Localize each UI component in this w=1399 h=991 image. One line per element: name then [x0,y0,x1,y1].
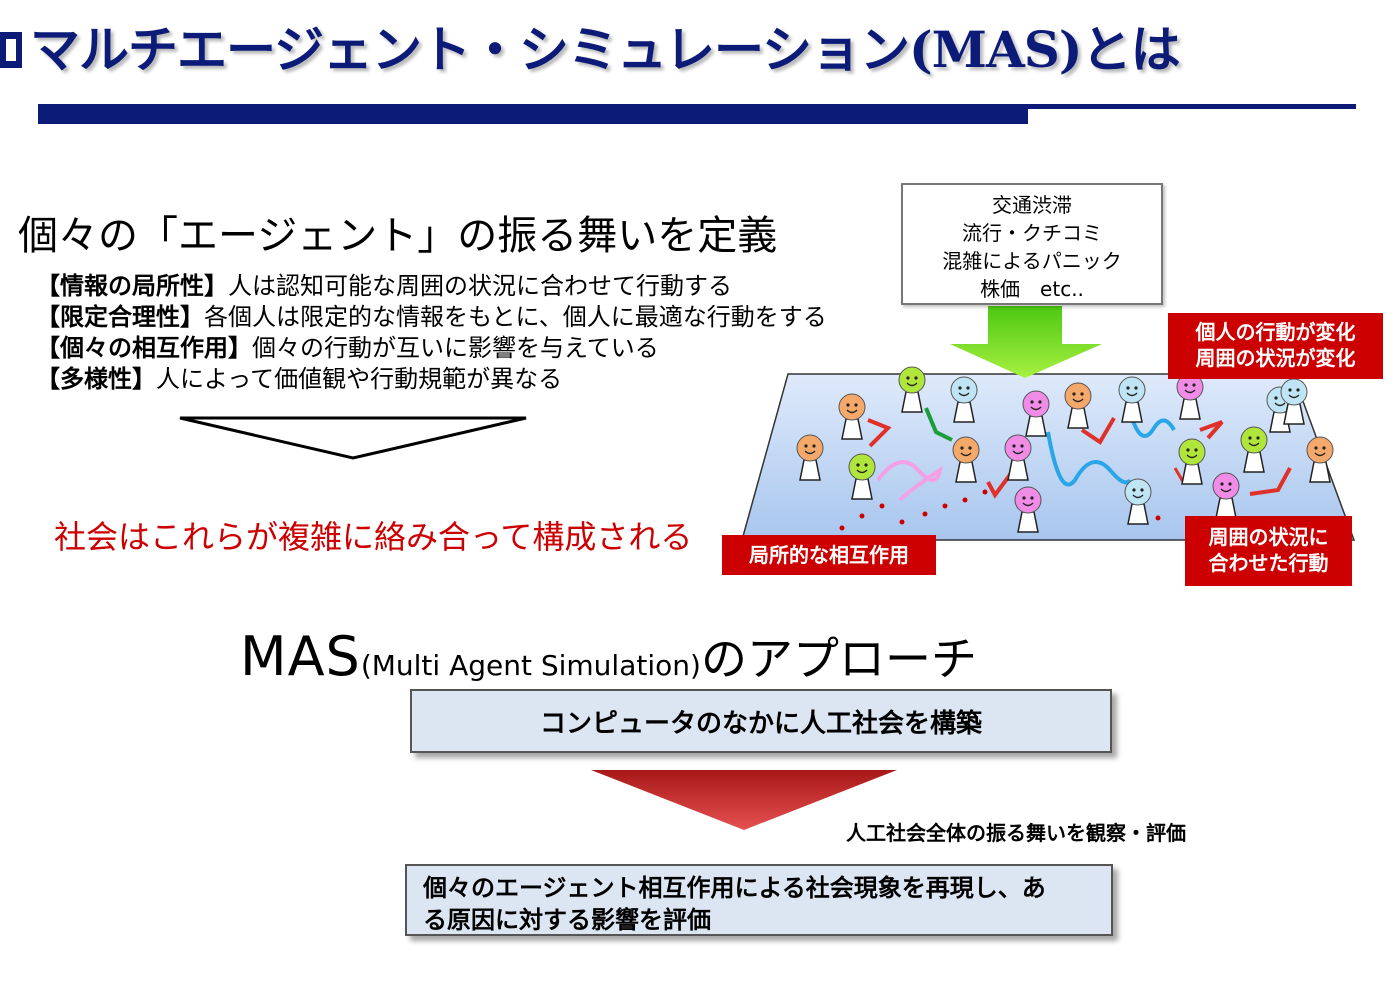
result-line: 個々のエージェント相互作用による社会現象を再現し、あ [423,874,1046,902]
interaction-path [1199,420,1224,440]
phenomena-box: 交通渋滞 流行・クチコミ 混雑によるパニック 株価 etc.. [901,183,1163,305]
title-rule [38,104,1028,124]
agent-icon [898,366,926,413]
point-diversity: 【多様性】人によって価値観や行動規範が異なる [36,363,562,395]
point-text: 人によって価値観や行動規範が異なる [156,365,563,393]
agent-icon [1212,472,1240,519]
result-box: 個々のエージェント相互作用による社会現象を再現し、あ る原因に対する影響を評価 [405,864,1113,936]
build-society-box: コンピュータのなかに人工社会を構築 [410,689,1112,753]
title-bullet-icon [0,32,22,68]
agent-icon [1014,486,1042,533]
phenomenon-item: 株価 etc.. [980,277,1084,301]
green-down-arrow-icon [950,306,1102,378]
interaction-path [1130,417,1176,438]
point-label: 【多様性】 [36,365,156,393]
result-line: る原因に対する影響を評価 [423,906,711,934]
interaction-path [1046,431,1132,487]
section-heading: 個々の「エージェント」の振る舞いを定義 [18,213,778,259]
down-arrow-outline-icon [179,416,527,460]
point-bounded-rationality: 【限定合理性】各個人は限定的な情報をもとに、個人に最適な行動をする [36,301,827,333]
page-title: マルチエージェント・シミュレーション(MAS)とは [30,20,1181,79]
agent-icon [1004,434,1032,481]
interaction-path [876,460,943,502]
society-diagram [741,306,1356,541]
phenomenon-item: 流行・クチコミ [962,221,1102,245]
agent-icon [1178,438,1206,485]
agent-icon [952,436,980,483]
agent-icon [1064,382,1092,429]
phenomenon-item: 交通渋滞 [992,193,1072,217]
mas-heading: MAS(Multi Agent Simulation)のアプローチ [240,622,977,705]
mas-tail: のアプローチ [700,632,977,686]
evaluate-label: 人工社会全体の振る舞いを観察・評価 [846,821,1186,845]
agent-icon [1118,376,1146,423]
agent-icon [838,393,866,440]
label-line: 周囲の状況に [1208,525,1329,549]
agent-icon [1124,478,1152,525]
title-rule-thin [1028,104,1356,109]
interaction-path [924,407,953,442]
point-text: 人は認知可能な周囲の状況に合わせて行動する [228,272,732,300]
adapt-behavior-label: 周囲の状況に 合わせた行動 [1185,516,1352,586]
label-line: 合わせた行動 [1208,551,1329,575]
behavior-change-label: 個人の行動が変化 周囲の状況が変化 [1168,313,1383,379]
point-text: 各個人は限定的な情報をもとに、個人に最適な行動をする [204,303,827,331]
down-arrow-red-icon [591,770,897,830]
society-plane [741,373,1356,541]
point-text: 個々の行動が互いに影響を与えている [252,334,659,362]
mas-paren: (Multi Agent Simulation) [360,649,701,682]
agent-icon [848,453,876,500]
mas-main: MAS [240,625,361,688]
label-line: 周囲の状況が変化 [1195,346,1356,370]
agent-icon [1280,378,1308,425]
point-label: 【限定合理性】 [36,303,204,331]
interaction-path [1080,416,1116,445]
agent-layer [796,366,1334,533]
point-label: 【個々の相互作用】 [36,334,252,362]
label-line: 個人の行動が変化 [1195,320,1356,344]
agent-icon [950,376,978,423]
agent-icon [796,434,824,481]
agent-icon [1176,373,1204,420]
conclusion-text: 社会はこれらが複雑に絡み合って構成される [54,518,693,556]
point-interaction: 【個々の相互作用】個々の行動が互いに影響を与えている [36,332,659,364]
interaction-path [986,470,1014,499]
interaction-path [867,418,892,448]
point-label: 【情報の局所性】 [36,272,228,300]
interaction-path [1249,467,1292,496]
phenomenon-item: 混雑によるパニック [942,249,1122,273]
point-locality: 【情報の局所性】人は認知可能な周囲の状況に合わせて行動する [36,270,732,302]
agent-icon [1306,436,1334,483]
agent-icon [1022,390,1050,437]
local-interaction-label: 局所的な相互作用 [722,535,936,575]
agent-icon [1240,426,1268,473]
